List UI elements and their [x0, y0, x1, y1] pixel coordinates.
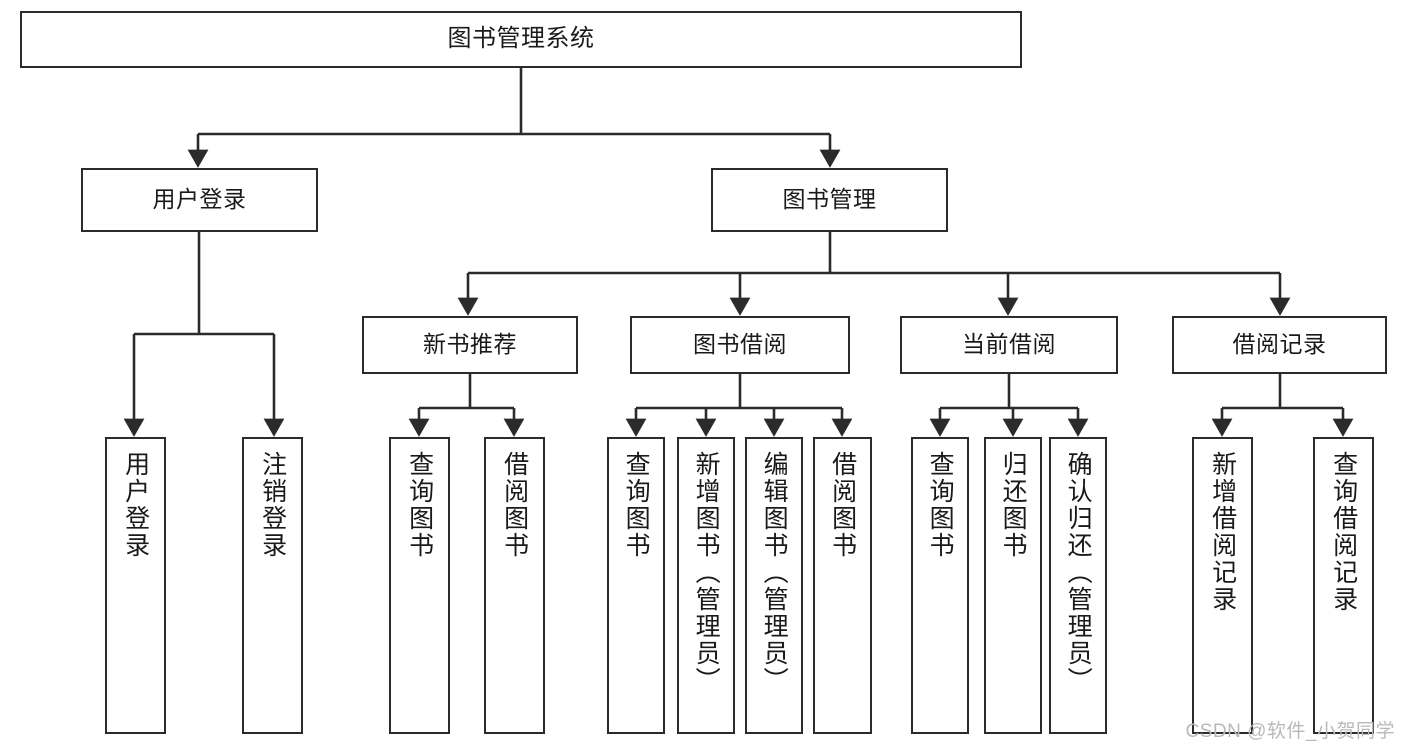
- node-book-borrow-label: 图书借阅: [693, 331, 787, 358]
- node-current-borrow[interactable]: 当前借阅: [900, 316, 1118, 374]
- node-leaf-user-login[interactable]: 用户登录: [105, 437, 166, 734]
- node-user-login-label: 用户登录: [152, 186, 247, 213]
- node-leaf-borrow-book-1-label: 借阅图书: [500, 451, 529, 559]
- watermark-text: CSDN @软件_小贺同学: [1185, 721, 1395, 742]
- node-leaf-query-book-3[interactable]: 查询图书: [911, 437, 969, 734]
- node-leaf-confirm-return[interactable]: 确认归还（管理员）: [1049, 437, 1107, 734]
- node-leaf-add-book-label: 新增图书（管理员）: [692, 451, 721, 694]
- node-new-book-recommend[interactable]: 新书推荐: [362, 316, 578, 374]
- node-leaf-return-book-label: 归还图书: [999, 451, 1028, 559]
- node-leaf-query-book-2-label: 查询图书: [622, 451, 651, 559]
- node-leaf-confirm-return-label: 确认归还（管理员）: [1064, 451, 1093, 694]
- node-leaf-user-logout[interactable]: 注销登录: [242, 437, 303, 734]
- node-new-book-recommend-label: 新书推荐: [423, 331, 517, 358]
- node-root[interactable]: 图书管理系统: [20, 11, 1022, 68]
- node-book-manage[interactable]: 图书管理: [711, 168, 948, 232]
- node-leaf-borrow-book-2-label: 借阅图书: [828, 451, 857, 559]
- node-borrow-record[interactable]: 借阅记录: [1172, 316, 1387, 374]
- node-leaf-query-book-1[interactable]: 查询图书: [389, 437, 450, 734]
- node-leaf-return-book[interactable]: 归还图书: [984, 437, 1042, 734]
- node-leaf-add-borrow-record[interactable]: 新增借阅记录: [1192, 437, 1253, 734]
- node-leaf-user-login-label: 用户登录: [121, 451, 150, 559]
- node-borrow-record-label: 借阅记录: [1232, 331, 1327, 358]
- node-leaf-query-book-2[interactable]: 查询图书: [607, 437, 665, 734]
- node-book-manage-label: 图书管理: [782, 186, 877, 213]
- node-user-login[interactable]: 用户登录: [81, 168, 318, 232]
- node-leaf-borrow-book-1[interactable]: 借阅图书: [484, 437, 545, 734]
- node-leaf-query-borrow-record[interactable]: 查询借阅记录: [1313, 437, 1374, 734]
- node-leaf-add-book[interactable]: 新增图书（管理员）: [677, 437, 735, 734]
- node-leaf-query-borrow-record-label: 查询借阅记录: [1329, 451, 1358, 613]
- node-leaf-user-logout-label: 注销登录: [258, 451, 287, 559]
- node-leaf-edit-book[interactable]: 编辑图书（管理员）: [745, 437, 803, 734]
- node-leaf-query-book-1-label: 查询图书: [405, 451, 434, 559]
- node-leaf-edit-book-label: 编辑图书（管理员）: [760, 451, 789, 694]
- node-current-borrow-label: 当前借阅: [962, 331, 1056, 358]
- node-leaf-add-borrow-record-label: 新增借阅记录: [1208, 451, 1237, 613]
- node-leaf-borrow-book-2[interactable]: 借阅图书: [813, 437, 872, 734]
- node-root-label: 图书管理系统: [447, 25, 595, 53]
- node-leaf-query-book-3-label: 查询图书: [926, 451, 955, 559]
- node-book-borrow[interactable]: 图书借阅: [630, 316, 850, 374]
